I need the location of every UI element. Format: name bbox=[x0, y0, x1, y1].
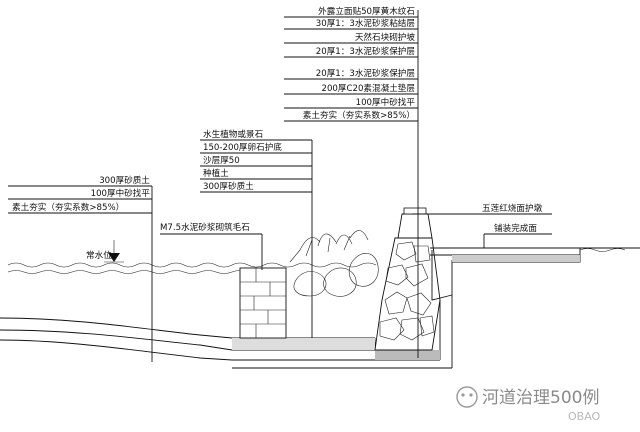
callout-m3: 种植土 bbox=[203, 167, 229, 179]
water-level-marker bbox=[104, 240, 124, 263]
curb bbox=[397, 207, 433, 239]
middle-callout-stack: 水生植物或景石 150-200厚卵石护底 沙层厚50 种植土 300厚砂质土 bbox=[200, 128, 312, 193]
rubble-wall bbox=[374, 237, 441, 351]
callout-r0: 外露立面贴50厚黄木纹石 bbox=[318, 5, 415, 17]
left-callout-stack: 300厚砂质土 100厚中砂找平 素土夯实（夯实系数>85%） bbox=[8, 174, 152, 214]
callout-r2: 天然石块砌护坡 bbox=[355, 31, 416, 43]
wechat-icon bbox=[456, 386, 478, 408]
brick-wall bbox=[239, 267, 287, 339]
callout-m1: 150-200厚卵石护底 bbox=[203, 141, 282, 153]
watermark: 河道治理500例 OBAO bbox=[456, 386, 601, 423]
callout-l2: 素土夯实（夯实系数>85%） bbox=[12, 201, 124, 213]
rocks-and-plants bbox=[289, 230, 379, 297]
callout-m4: 300厚砂质土 bbox=[203, 180, 254, 192]
callout-r4: 20厚1：3水泥砂浆保护层 bbox=[316, 67, 416, 79]
callout-r3: 20厚1：3水泥砂浆保护层 bbox=[316, 45, 416, 57]
callout-l0: 300厚砂质土 bbox=[99, 174, 150, 186]
watermark-sub: OBAO bbox=[568, 410, 601, 423]
callout-m0: 水生植物或景石 bbox=[203, 128, 264, 140]
watermark-title: 河道治理500例 bbox=[482, 388, 599, 408]
water-surface bbox=[7, 262, 377, 274]
right-paving bbox=[430, 247, 640, 263]
callout-curb: 五莲红烧面护墩 bbox=[482, 202, 543, 214]
callout-r7: 素土夯实（夯实系数>85%） bbox=[303, 109, 415, 121]
callout-r5: 200厚C20素混凝土垫层 bbox=[322, 82, 416, 94]
callout-r1: 30厚1：3水泥砂浆粘结层 bbox=[316, 17, 416, 29]
callout-paving: 铺装完成面 bbox=[494, 222, 537, 234]
callout-l1: 100厚中砂找平 bbox=[91, 187, 151, 199]
callout-m2: 沙层厚50 bbox=[203, 155, 240, 166]
right-callout-stack: 外露立面贴50厚黄木纹石 30厚1：3水泥砂浆粘结层 天然石块砌护坡 20厚1：… bbox=[284, 5, 418, 122]
embankment-layers bbox=[0, 250, 453, 369]
water-level-label: 常水位 bbox=[86, 249, 112, 261]
callout-r6: 100厚中砂找平 bbox=[356, 96, 416, 108]
leader-lines bbox=[151, 10, 552, 362]
callout-rubble-wall: M7.5水泥砂浆砌筑毛石 bbox=[160, 221, 250, 233]
